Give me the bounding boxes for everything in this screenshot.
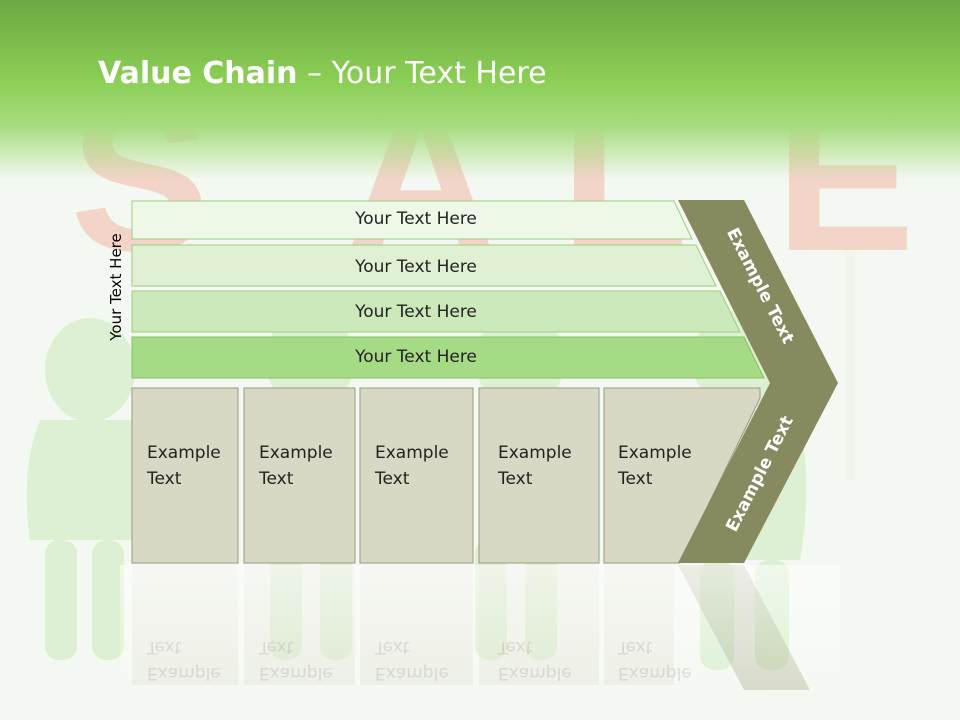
support-bar-1 [131,200,693,240]
primary-box-3 [359,387,474,564]
support-bar-2 [131,244,717,287]
support-bar-4-label: Your Text Here [355,347,477,367]
primary-box-2 [243,387,356,564]
vertical-label: Your Text Here [107,233,125,341]
title-rest: – Your Text Here [297,56,547,91]
support-bar-1-label: Your Text Here [355,209,477,229]
support-bar-2-label: Your Text Here [355,257,477,277]
title-bold: Value Chain [98,56,298,91]
header-band [0,0,960,180]
primary-box-1 [131,387,239,564]
support-bar-4 [131,336,765,379]
support-bar-3-label: Your Text Here [355,302,477,322]
slide-title: Value Chain – Your Text Here [98,52,547,96]
primary-box-5 [603,387,761,564]
margin-chevron [678,200,838,563]
primary-box-4 [478,387,600,564]
support-bar-3 [131,290,741,333]
